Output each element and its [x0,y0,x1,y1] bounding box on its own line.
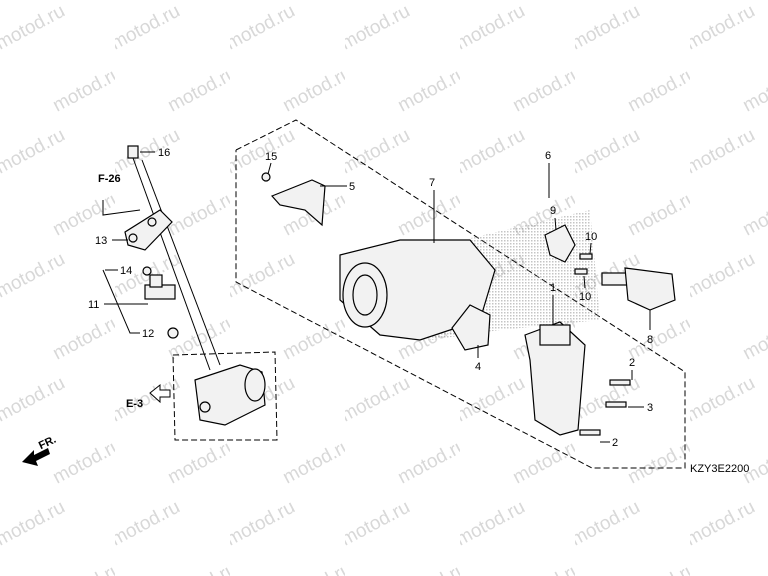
callout-1: 1 [550,282,556,294]
callout-8: 8 [647,334,653,346]
bracket-5 [270,179,326,227]
callout-9: 9 [550,205,556,217]
bolt-16 [127,145,221,371]
callout-12: 12 [142,328,154,340]
leader-lines [102,151,651,443]
callout-4: 4 [475,361,481,373]
callout-16: 16 [158,147,170,159]
reference-e3: E-3 [126,398,143,410]
sensor-8 [601,267,676,311]
intake-frame [172,351,278,441]
reference-f26: F-26 [98,173,121,185]
callout-10: 10 [579,291,591,303]
seal-12 [167,327,179,339]
callout-15: 15 [265,151,277,163]
callout-5: 5 [349,181,355,193]
callout-11: 11 [88,299,99,311]
callout-2: 2 [612,437,618,449]
insulator [194,364,266,426]
front-label: FR. [37,434,58,452]
assembly-frame [235,119,686,469]
callout-14: 14 [120,265,132,277]
bolts [574,253,631,436]
e3-arrow-icon [149,383,171,404]
bracket-9 [544,224,576,263]
callout-3: 3 [647,402,653,414]
callout-2: 2 [629,357,635,369]
callout-10: 10 [585,231,597,243]
injector-11 [144,274,176,300]
holder-13 [124,209,173,251]
gasket-4 [451,304,491,351]
bolt-15 [261,172,271,182]
throttle-body-7 [339,239,496,341]
front-arrow-icon [22,448,50,466]
seal-14 [142,266,152,276]
sensor-1 [524,321,586,436]
callout-7: 7 [429,177,435,189]
callout-6: 6 [545,150,551,162]
callout-13: 13 [95,235,107,247]
diagram-code: KZY3E2200 [690,463,749,475]
